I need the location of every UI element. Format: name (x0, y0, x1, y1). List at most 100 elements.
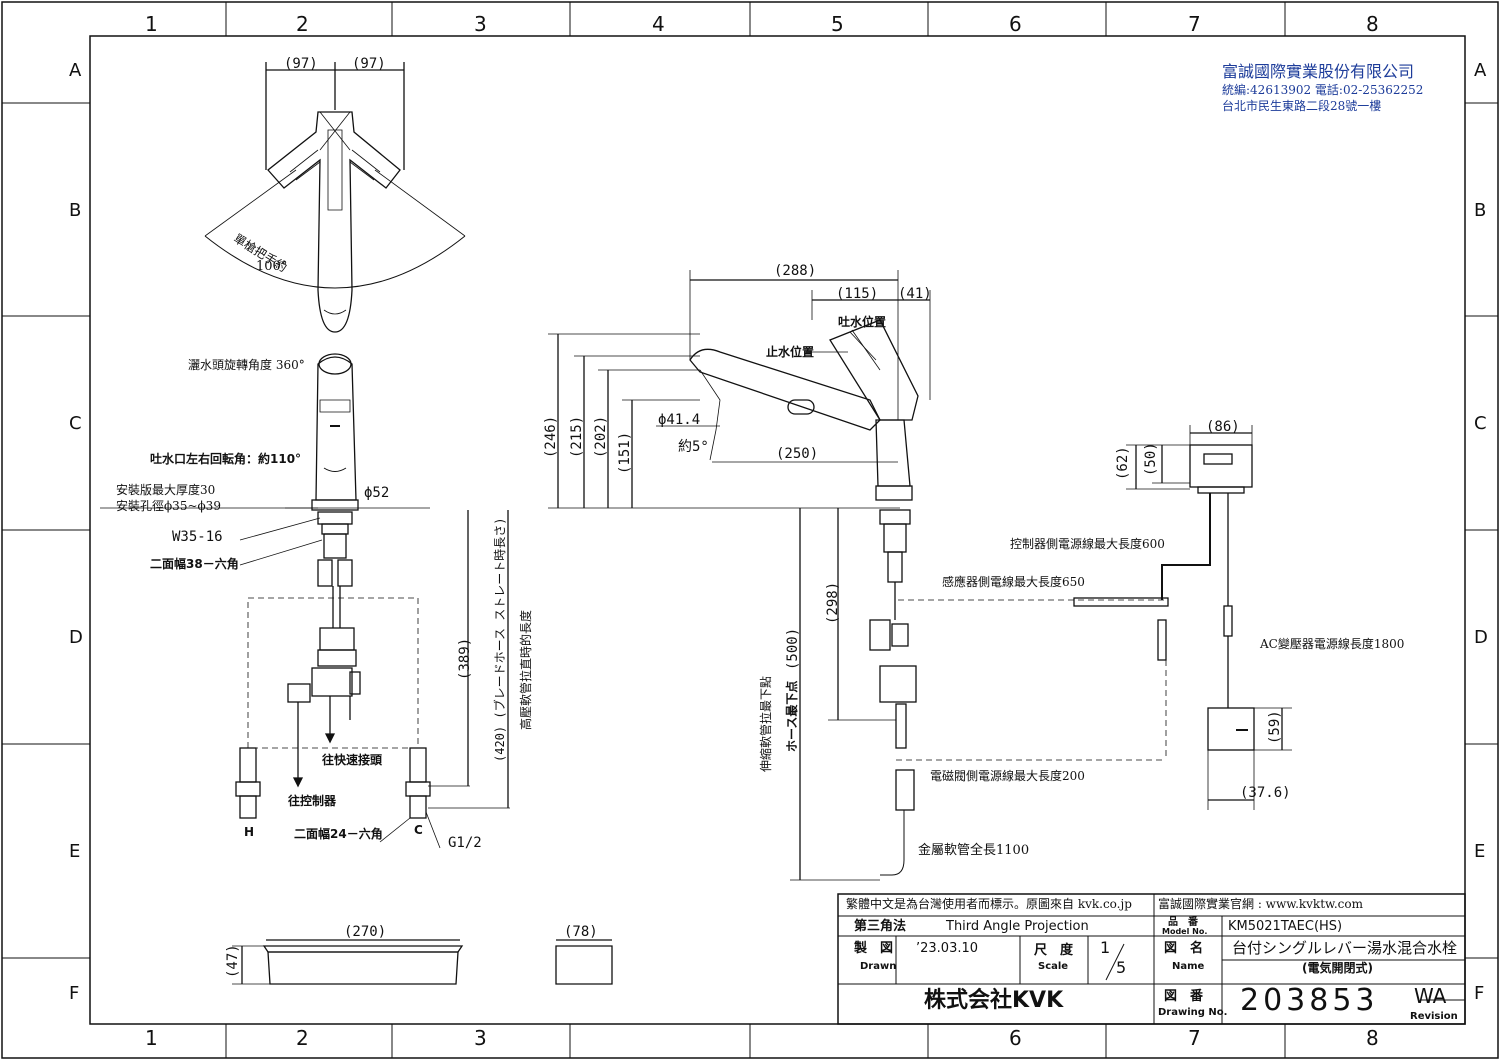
dim-97-left: (97) (284, 56, 318, 72)
projection-en: Third Angle Projection (946, 919, 1089, 934)
plan-view (204, 62, 466, 333)
dim-59: (59) (1267, 710, 1283, 744)
col-label-top-4: 4 (652, 12, 665, 36)
drawn-jp: 製 図 (854, 941, 894, 956)
dim-37-6: (37.6) (1240, 785, 1291, 801)
h-label: H (244, 825, 255, 839)
row-label-left-b: B (69, 200, 82, 221)
row-label-right-c: C (1474, 413, 1487, 434)
col-label-top-1: 1 (145, 12, 158, 36)
maker-name: 株式会社KVK (924, 988, 1064, 1013)
dim-246: (246) (543, 415, 559, 458)
spout-rotate-label: 吐水口左右回転角：約110° (150, 452, 302, 466)
col-label-bottom-1: 1 (145, 1026, 158, 1050)
col-label-top-6: 6 (1009, 12, 1022, 36)
row-label-right-d: D (1474, 627, 1488, 648)
drawn-date: ’23.03.10 (916, 941, 979, 956)
controller-cable-label: 控制器側電源線最大長度600 (1010, 537, 1165, 551)
to-controller-label: 往控制器 (288, 794, 337, 808)
name-en: Name (1172, 961, 1205, 972)
col-label-top-3: 3 (474, 12, 487, 36)
projection-jp: 第三角法 (854, 919, 907, 934)
row-label-right-f: F (1474, 983, 1485, 1004)
row-label-right-a: A (1474, 60, 1487, 81)
product-name: 台付シングルレバー湯水混合水栓 (1232, 939, 1458, 957)
spray-rotate-label: 灑水頭旋轉角度 360° (188, 358, 305, 372)
scale-en: Scale (1038, 961, 1069, 972)
row-label-left-e: E (69, 841, 81, 862)
product-subtitle: (電気開閉式) (1302, 961, 1373, 975)
hex38-label: 二面幅38－六角 (150, 557, 239, 571)
dim-250: (250) (776, 446, 819, 462)
dim-389: (389) (457, 637, 473, 680)
col-label-top-7: 7 (1188, 12, 1201, 36)
dim-202: (202) (593, 415, 609, 458)
dim-288: (288) (774, 263, 817, 279)
hex24-label: 二面幅24－六角 (294, 827, 383, 841)
hose-lowest-cn: 伸縮軟管拉最下點 (759, 675, 773, 772)
revision-en: Revision (1410, 1011, 1458, 1022)
sensor-cable-label: 感應器側電線最大長度650 (942, 575, 1085, 589)
col-label-top-5: 5 (831, 12, 844, 36)
revision-code: WA (1414, 984, 1447, 1008)
company-address: 台北市民生東路二段28號一樓 (1222, 99, 1382, 113)
col-label-top-8: 8 (1366, 12, 1379, 36)
scale-numerator: 1 (1100, 938, 1111, 957)
name-jp: 図 名 (1164, 941, 1204, 956)
model-jp: 品 番 (1168, 917, 1198, 928)
drawing-no-en: Drawing No. (1158, 1007, 1228, 1018)
dim-115: (115) (836, 286, 879, 302)
col-label-top-2: 2 (296, 12, 309, 36)
col-label-bottom-2: 2 (296, 1026, 309, 1050)
scale-denominator: 5 (1116, 958, 1127, 977)
packing-box (232, 939, 613, 985)
ac-cable-label: AC變壓器電源線長度1800 (1260, 637, 1405, 651)
row-label-left-f: F (69, 983, 80, 1004)
dim-420: (420) (ブレードホース ストレート時長さ) (493, 517, 507, 762)
metal-hose-label: 金屬軟管全長1100 (918, 843, 1030, 858)
valve-cable-label: 電磁閥側電源線最大長度200 (930, 769, 1085, 783)
drawing-number: 203853 (1240, 983, 1379, 1018)
handle-angle-value: 100° (256, 259, 288, 274)
company-info: 統編:42613902 電話:02-25362252 (1222, 83, 1424, 97)
base-diameter-label: ϕ52 (364, 485, 390, 501)
title-block (837, 893, 1466, 1025)
official-site: 富誠國際實業官網 : www.kvktw.com (1158, 897, 1364, 911)
hole-diameter-label: 安裝孔徑ϕ35~ϕ39 (116, 499, 221, 513)
dim-86: (86) (1206, 419, 1240, 435)
dim-215: (215) (569, 415, 585, 458)
dim-97-right: (97) (352, 56, 386, 72)
water-out-position: 吐水位置 (838, 315, 887, 329)
thread-label: W35-16 (172, 529, 223, 545)
company-name: 富誠國際實業股份有限公司 (1222, 62, 1415, 81)
plate-thickness-label: 安裝版最大厚度30 (116, 483, 216, 497)
water-stop-position: 止水位置 (766, 345, 815, 359)
col-label-bottom-3: 3 (474, 1026, 487, 1050)
dim-50: (50) (1143, 442, 1159, 476)
row-label-right-b: B (1474, 200, 1487, 221)
drawing-no-jp: 図 番 (1164, 989, 1204, 1004)
dim-41: (41) (898, 286, 932, 302)
front-view (100, 353, 510, 849)
hose-length-cn: 高壓軟管拉直時的長度 (519, 609, 533, 730)
dim-298: (298) (825, 581, 841, 624)
inner-frame (89, 35, 1466, 1025)
dim-270: (270) (344, 924, 387, 940)
dim-151: (151) (617, 431, 633, 474)
row-label-left-d: D (69, 627, 83, 648)
angle-5: 約5° (678, 439, 709, 455)
drawn-en: Drawn (860, 961, 897, 972)
col-label-bottom-8: 8 (1366, 1026, 1379, 1050)
row-label-left-a: A (69, 60, 82, 81)
dim-62: (62) (1115, 446, 1131, 480)
dim-78: (78) (564, 924, 598, 940)
side-view (548, 270, 1165, 881)
model-number: KM5021TAEC(HS) (1228, 919, 1343, 934)
col-label-bottom-7: 7 (1188, 1026, 1201, 1050)
c-label: C (414, 823, 423, 837)
row-label-left-c: C (69, 413, 82, 434)
dim-500: (500) (785, 627, 801, 670)
model-en: Model No. (1162, 927, 1208, 936)
col-label-bottom-6: 6 (1009, 1026, 1022, 1050)
